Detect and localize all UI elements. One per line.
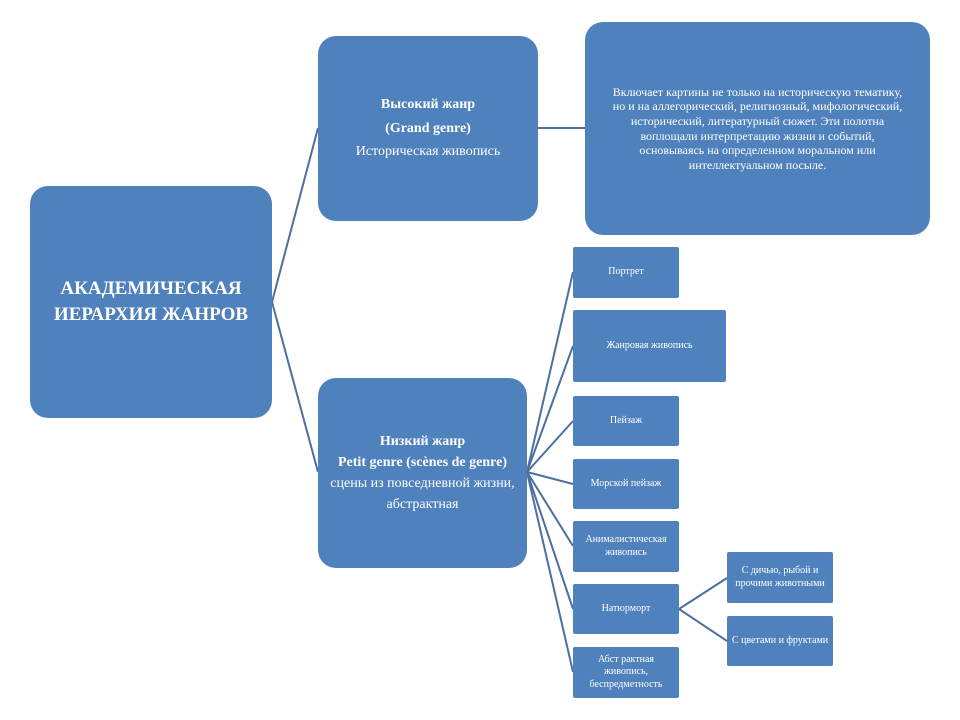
high-genre-description-node: Включает картины не только на историческ… xyxy=(585,22,930,235)
high-genre-description-text: Включает картины не только на историческ… xyxy=(612,84,903,172)
leaf-label: С дичью, рыбой и прочими животными xyxy=(735,565,825,589)
high-genre-type: Историческая живопись xyxy=(355,144,501,160)
leaf-animal-painting: Анималистическая живопись xyxy=(573,521,679,572)
leaf-label: Натюрморт xyxy=(601,602,651,614)
leaf-portrait: Портрет xyxy=(573,247,679,298)
leaf-label: Жанровая живопись xyxy=(606,339,693,351)
high-genre-subtitle: (Grand genre) xyxy=(385,120,471,136)
low-genre-title: Низкий жанр xyxy=(379,434,466,449)
leaf-label: Пейзаж xyxy=(609,414,643,426)
root-line-1: АКАДЕМИЧЕСКАЯ xyxy=(60,278,242,300)
leaf-still-life: Натюрморт xyxy=(573,584,679,634)
leaf-seascape: Морской пейзаж xyxy=(573,459,679,509)
leaf-label: Морской пейзаж xyxy=(590,477,662,489)
low-genre-node: Низкий жанр Petit genre (scènes de genre… xyxy=(318,378,527,568)
high-genre-node: Высокий жанр (Grand genre) Историческая … xyxy=(318,36,538,221)
still-life-game-fish: С дичью, рыбой и прочими животными xyxy=(727,552,833,603)
still-life-flowers-fruits: С цветами и фруктами xyxy=(727,616,833,666)
root-line-2: ИЕРАРХИЯ ЖАНРОВ xyxy=(53,304,249,325)
leaf-label: Абст рактная живопись, беспредметность xyxy=(589,653,663,690)
low-genre-subtitle: Petit genre (scènes de genre) xyxy=(338,455,507,470)
low-genre-description: сцены из повседневной жизни, абстрактная xyxy=(330,476,515,512)
leaf-abstract-painting: Абст рактная живопись, беспредметность xyxy=(573,647,679,698)
root-node-academic-hierarchy: АКАДЕМИЧЕСКАЯ ИЕРАРХИЯ ЖАНРОВ xyxy=(30,186,272,418)
leaf-landscape: Пейзаж xyxy=(573,396,679,446)
leaf-label: С цветами и фруктами xyxy=(731,634,829,646)
leaf-genre-painting: Жанровая живопись xyxy=(573,310,726,382)
leaf-label: Портрет xyxy=(608,266,644,278)
high-genre-title: Высокий жанр xyxy=(380,96,476,112)
leaf-label: Анималистическая живопись xyxy=(585,534,667,558)
